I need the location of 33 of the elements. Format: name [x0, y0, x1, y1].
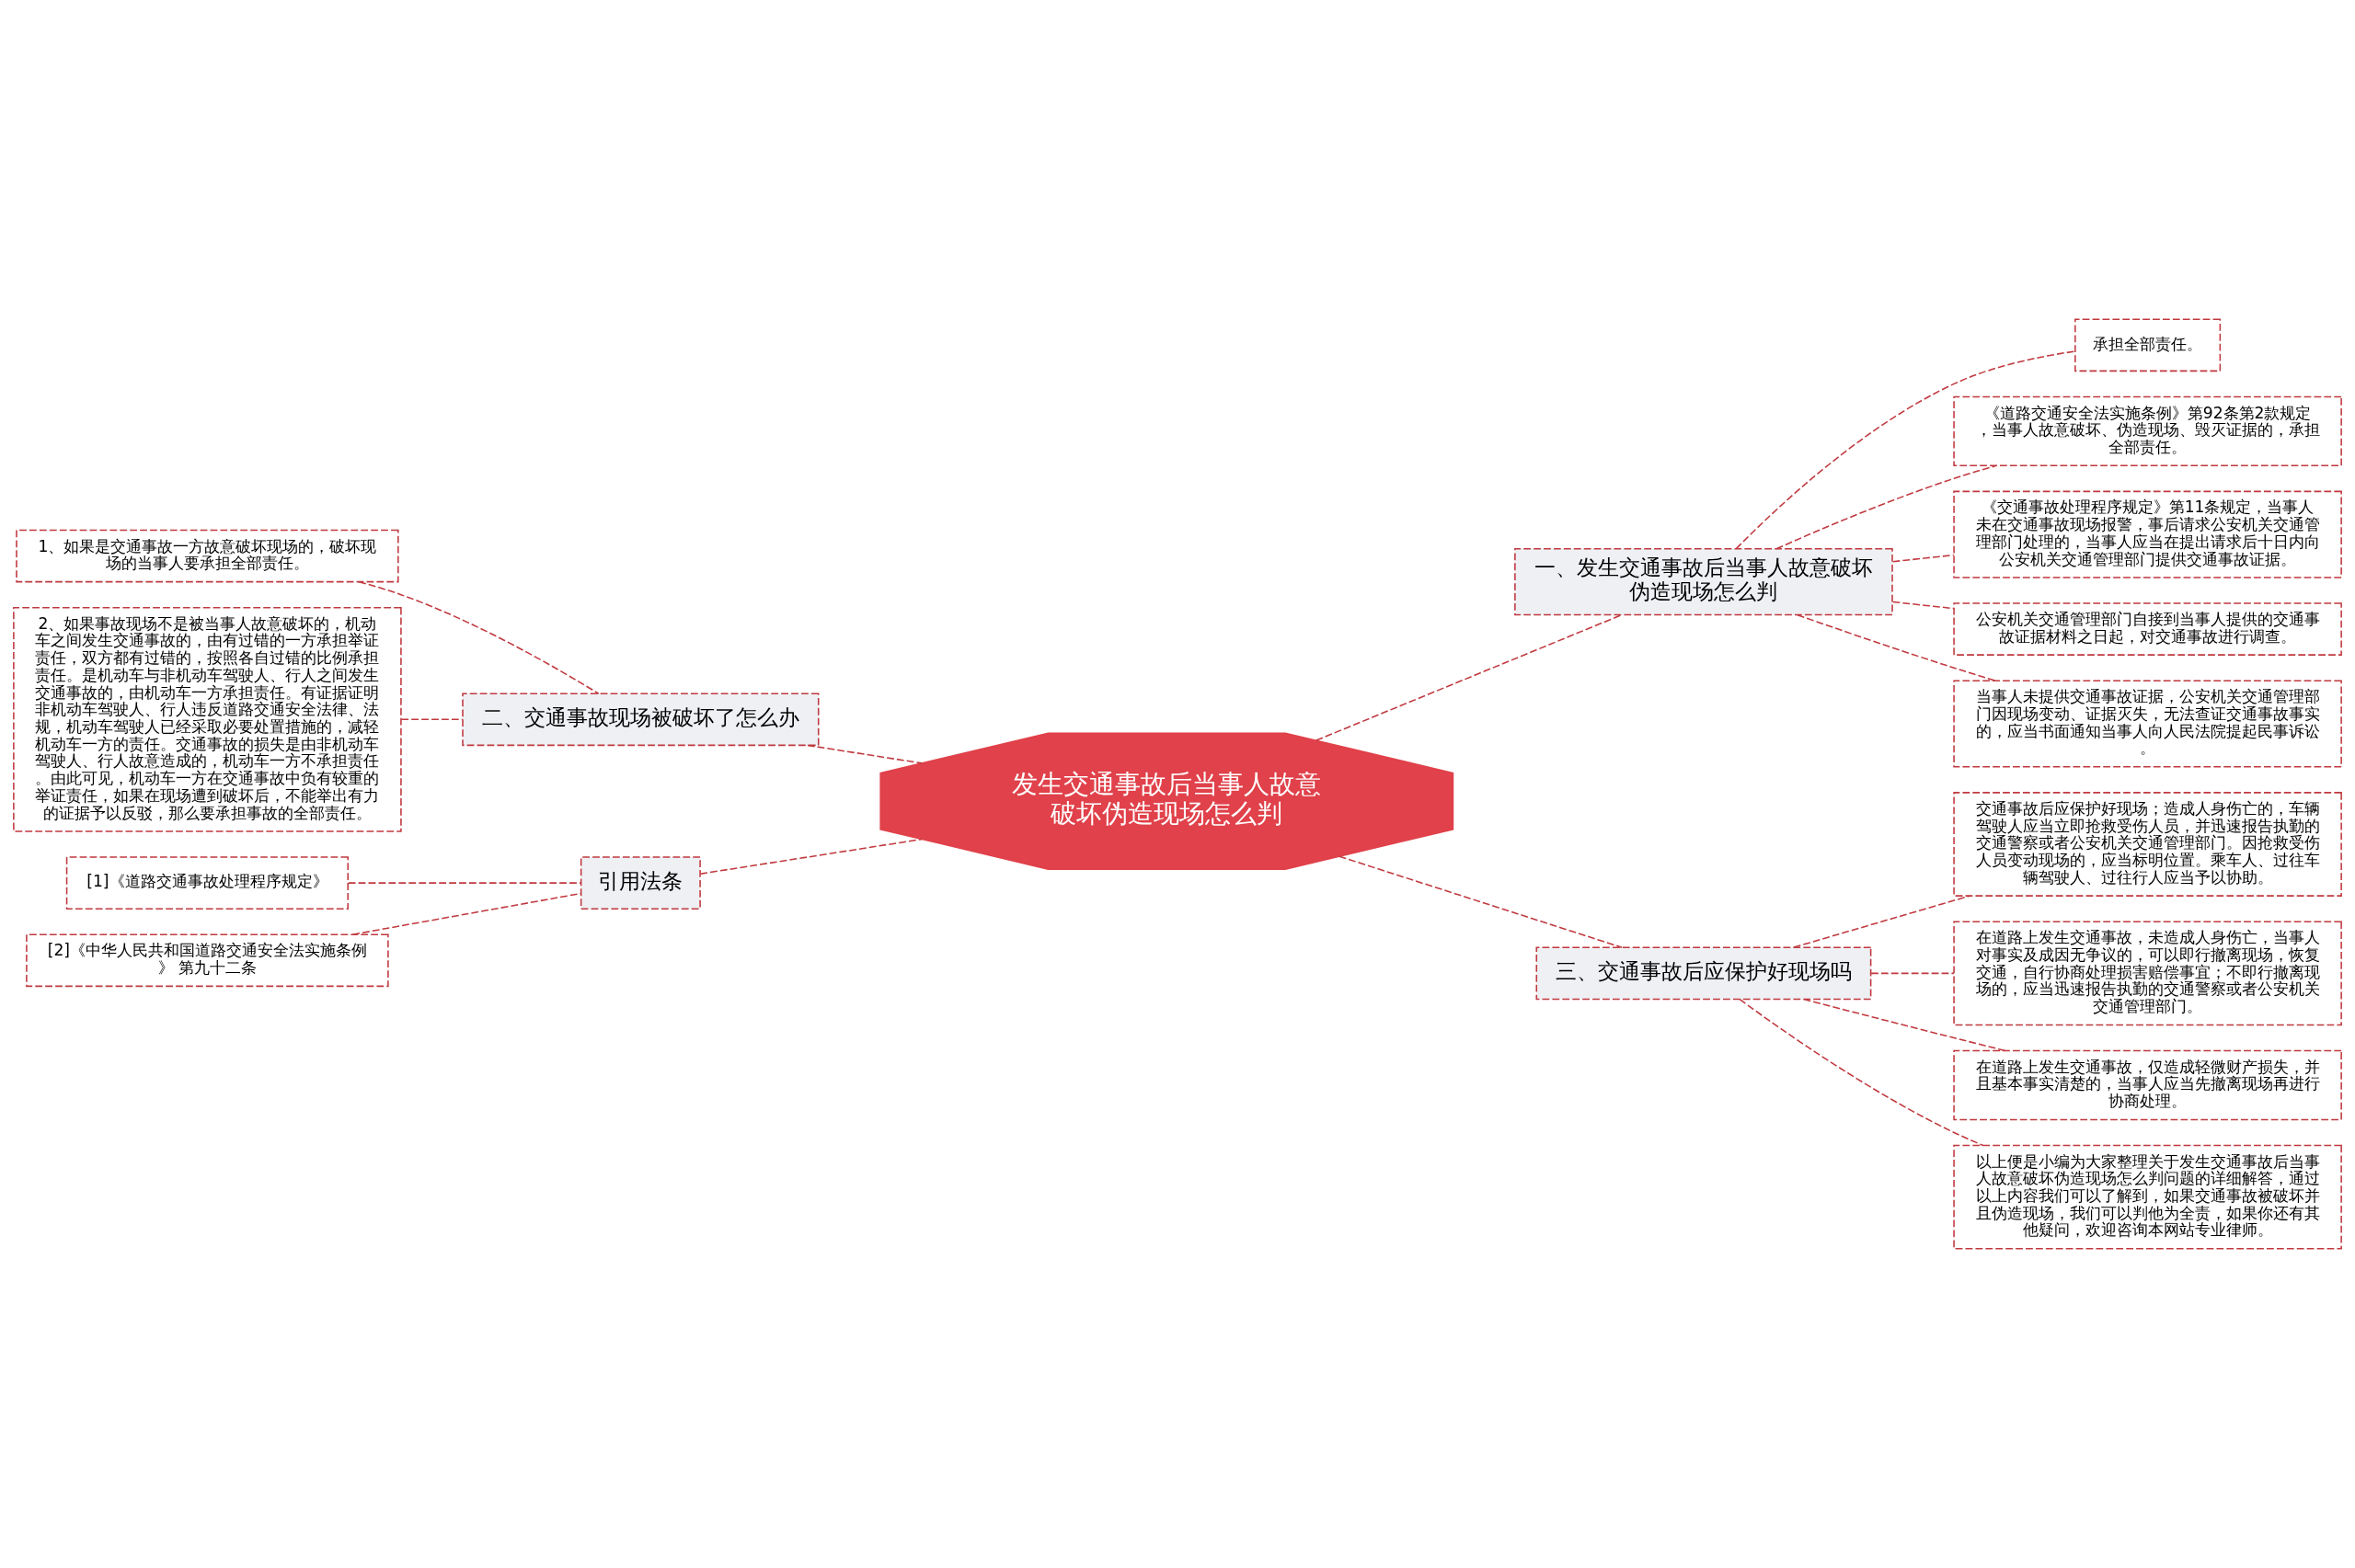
node-box: 一、发生交通事故后当事人故意破坏伪造现场怎么判 [1514, 547, 1893, 616]
node-box: 1、如果是交通事故一方故意破坏现场的，破坏现场的当事人要承担全部责任。 [16, 529, 399, 583]
connector [1891, 554, 1955, 563]
node-box: 《道路交通安全法实施条例》第92条第2款规定，当事人故意破坏、伪造现场、毁灭证据的，承担全部责任。 [1953, 395, 2342, 467]
node-box: 2、如果事故现场不是被当事人故意破坏的，机动车之间发生交通事故的，由有过错的一方承担举证责任，双方都有过错的，按照各自过错的比例承担责任。是机动车与非机动车驾驶人、行人之间发生交通事故的，由机动车一方承担责任。有证据证明非机动车驾驶人、行人违反道路交通安全法律、法规，机动车驾驶人已经采取必要处置措施的，减轻机动车一方的责任。交通事故的损失是由非机动车驾驶人、行人故意造成的，机动车一方不承担责任。由此可见，机动车一方在交通事故中负有较重的举证责任，如果在现场遭到破坏后，不能举出有力的证据予以反驳，那么要承担事故的全部责任。 [13, 606, 402, 832]
node-box: 承担全部责任。 [2074, 318, 2222, 372]
connector [807, 744, 923, 764]
connector [351, 892, 582, 935]
connector [1797, 613, 1996, 681]
connector [1735, 350, 2076, 550]
node-box: 交通事故后应保护好现场；造成人身伤亡的，车辆驾驶人应当立即抢救受伤人员，并迅速报告执勤的交通警察或者公安机关交通管理部门。因抢救受伤人员变动现场的，应当标明位置。乘车人、过往车辆驾驶人、过往行人应当予以协助。 [1953, 792, 2342, 897]
node-box: 二、交通事故现场被破坏了怎么办 [462, 692, 820, 747]
connector [1870, 972, 1955, 975]
connector [1891, 601, 1955, 610]
node-box: 当事人未提供交通事故证据，公安机关交通管理部门因现场变动、证据灭失，无法查证交通事故事实的，应当书面通知当事人向人民法院提起民事诉讼。 [1953, 680, 2342, 768]
node-box: [1]《道路交通事故处理程序规定》 [65, 856, 349, 910]
connector [1793, 895, 1970, 948]
node-box: 《交通事故处理程序规定》第11条规定，当事人未在交通事故现场报警，事后请求公安机关交通管理部门处理的，当事人应当在提出请求后十日内向公安机关交通管理部门提供交通事故证据。 [1953, 490, 2342, 578]
connector [348, 882, 582, 884]
node-box: 三、交通事故后应保护好现场吗 [1535, 946, 1872, 1001]
node-box: [2]《中华人民共和国道路交通安全法实施条例》 第九十二条 [26, 933, 389, 988]
node-box: 引用法条 [580, 856, 701, 910]
connector [699, 838, 923, 875]
node-box: 公安机关交通管理部门自接到当事人提供的交通事故证据材料之日起，对交通事故进行调查。 [1953, 602, 2342, 656]
connector [400, 718, 464, 721]
node-box: 在道路上发生交通事故，未造成人身伤亡，当事人对事实及成因无争议的，可以即行撤离现场，恢复交通，自行协商处理损害赔偿事宜；不即行撤离现场的，应当迅速报告执勤的交通警察或者公安机关交通管理部门。 [1953, 921, 2342, 1026]
connector [1775, 464, 1998, 550]
node-box: 在道路上发生交通事故，仅造成轻微财产损失，并且基本事实清楚的，当事人应当先撤离现场再进行协商处理。 [1953, 1049, 2342, 1121]
connector [358, 580, 600, 695]
connector [1802, 998, 2006, 1052]
node-box: 以上便是小编为大家整理关于发生交通事故后当事人故意破坏伪造现场怎么判问题的详细解答，通过以上内容我们可以了解到，如果交通事故被破坏并且伪造现场，我们可以判他为全责，如果你还有其他疑问，欢迎咨询本网站专业律师。 [1953, 1144, 2342, 1250]
connector [1315, 613, 1623, 741]
connector [1338, 855, 1623, 948]
